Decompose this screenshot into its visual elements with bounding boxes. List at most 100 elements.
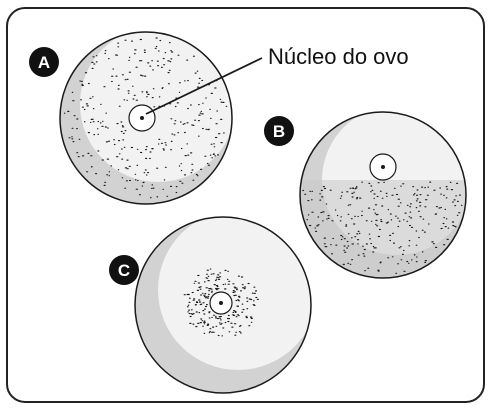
yolk-dot — [361, 211, 362, 212]
yolk-dot — [191, 169, 193, 170]
yolk-dot — [220, 319, 222, 320]
yolk-dot — [409, 240, 411, 241]
yolk-dot — [82, 107, 84, 108]
yolk-dot — [410, 212, 412, 213]
yolk-dot — [222, 102, 224, 103]
yolk-dot — [202, 302, 205, 303]
yolk-dot — [104, 182, 106, 183]
yolk-dot — [314, 227, 315, 228]
yolk-dot — [197, 323, 200, 324]
yolk-dot — [380, 219, 382, 220]
yolk-dot — [233, 315, 236, 316]
yolk-dot — [151, 60, 153, 61]
yolk-dot — [416, 195, 418, 196]
yolk-dot — [121, 148, 123, 149]
yolk-dot — [343, 250, 345, 251]
yolk-dot — [416, 189, 418, 190]
yolk-dot — [188, 302, 190, 303]
yolk-dot — [414, 254, 416, 255]
yolk-dot — [248, 325, 250, 326]
yolk-dot — [129, 57, 130, 58]
yolk-dot — [240, 325, 242, 326]
yolk-dot — [204, 333, 206, 334]
yolk-dot — [191, 309, 193, 310]
yolk-dot — [223, 284, 225, 285]
yolk-dot — [81, 84, 83, 85]
yolk-dot — [122, 139, 124, 140]
yolk-dot — [386, 222, 389, 223]
yolk-dot — [84, 109, 86, 110]
yolk-dot — [427, 187, 428, 188]
yolk-dot — [217, 274, 219, 275]
yolk-dot — [197, 175, 199, 176]
yolk-dot — [129, 166, 131, 167]
yolk-dot — [422, 230, 424, 231]
yolk-dot — [180, 121, 182, 122]
yolk-dot — [416, 261, 418, 262]
yolk-dot — [452, 221, 455, 222]
yolk-dot — [166, 196, 168, 197]
yolk-dot — [165, 142, 167, 143]
yolk-dot — [135, 67, 137, 68]
yolk-dot — [201, 113, 204, 114]
yolk-dot — [215, 137, 218, 138]
yolk-dot — [152, 69, 154, 70]
yolk-dot — [135, 179, 137, 180]
yolk-dot — [429, 182, 431, 183]
yolk-dot — [327, 215, 329, 216]
yolk-dot — [440, 194, 442, 195]
yolk-dot — [192, 180, 194, 181]
yolk-dot — [90, 122, 91, 123]
yolk-dot — [203, 313, 205, 314]
yolk-dot — [128, 93, 130, 94]
yolk-dot — [356, 197, 358, 198]
yolk-dot — [351, 193, 353, 194]
yolk-dot — [90, 155, 92, 156]
yolk-dot — [135, 174, 136, 175]
yolk-dot — [187, 306, 189, 307]
yolk-dot — [161, 67, 163, 68]
yolk-dot — [221, 335, 223, 336]
yolk-dot — [177, 132, 179, 133]
yolk-dot — [146, 146, 148, 147]
yolk-dot — [84, 121, 86, 122]
yolk-dot — [315, 231, 317, 232]
yolk-dot — [244, 286, 246, 287]
yolk-dot — [136, 100, 138, 101]
yolk-dot — [81, 81, 83, 82]
yolk-dot — [308, 214, 309, 215]
yolk-dot — [202, 310, 204, 311]
yolk-dot — [195, 326, 197, 327]
yolk-dot — [418, 211, 420, 212]
yolk-dot — [211, 157, 213, 158]
yolk-dot — [198, 104, 200, 105]
yolk-dot — [347, 263, 349, 264]
yolk-dot — [167, 60, 170, 61]
yolk-dot — [218, 279, 220, 280]
yolk-dot — [146, 174, 147, 175]
yolk-dot — [204, 156, 206, 157]
yolk-dot — [170, 118, 172, 119]
yolk-dot — [412, 186, 414, 187]
yolk-dot — [199, 302, 201, 303]
yolk-dot — [340, 235, 342, 236]
yolk-dot — [242, 309, 244, 310]
yolk-dot — [86, 171, 88, 172]
yolk-dot — [416, 245, 418, 246]
yolk-dot — [142, 185, 144, 186]
yolk-dot — [204, 309, 206, 310]
yolk-dot — [140, 152, 142, 153]
yolk-dot — [451, 189, 454, 190]
yolk-dot — [116, 156, 119, 157]
yolk-dot — [398, 199, 401, 200]
yolk-dot — [375, 220, 377, 221]
yolk-dot — [348, 233, 350, 234]
yolk-dot — [322, 220, 324, 221]
yolk-dot — [193, 298, 195, 299]
yolk-dot — [220, 99, 222, 100]
yolk-dot — [235, 312, 237, 313]
yolk-dot — [253, 287, 255, 288]
yolk-dot — [340, 216, 342, 217]
yolk-dot — [153, 106, 155, 107]
